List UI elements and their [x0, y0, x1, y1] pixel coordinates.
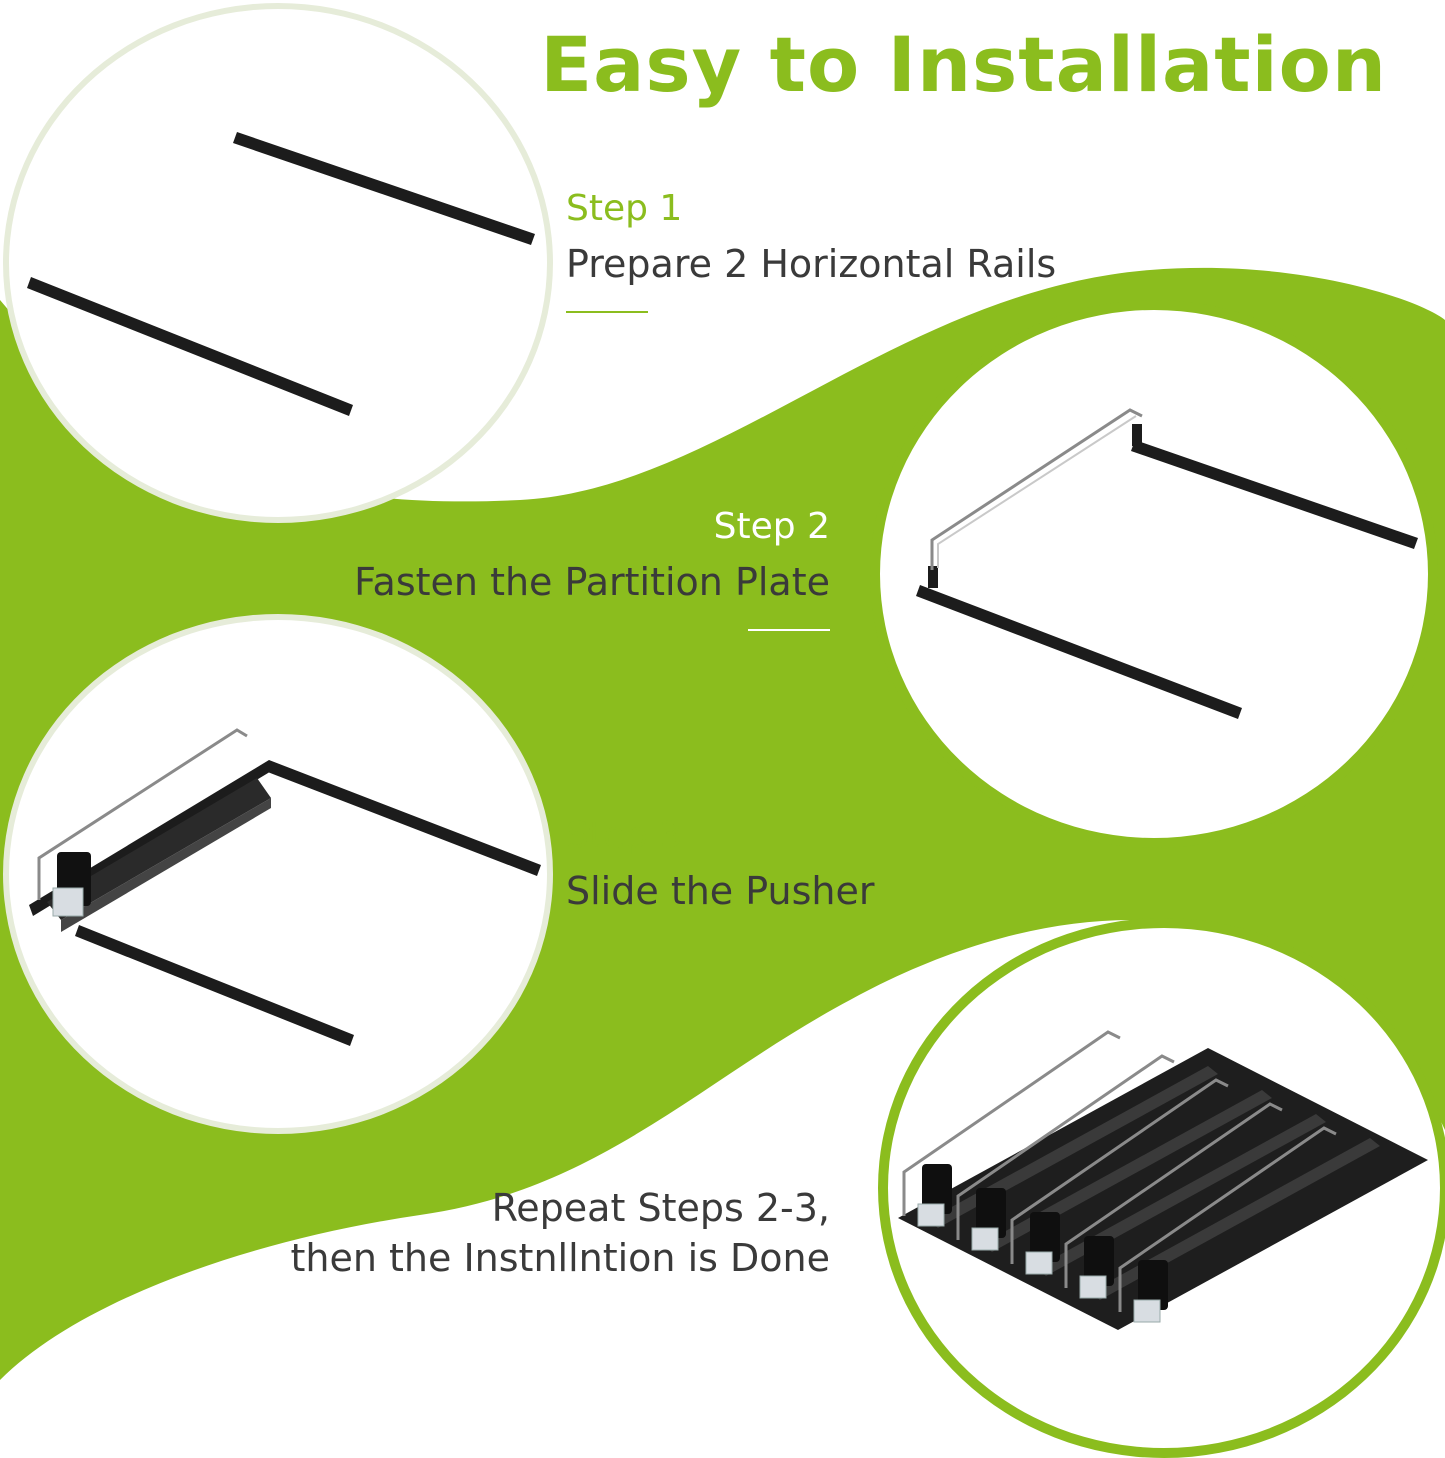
step-3-description: Slide the Pusher: [566, 869, 875, 913]
step-2-description: Fasten the Partition Plate: [354, 560, 830, 604]
step-2-divider: [748, 629, 830, 631]
step-3-text: Step 3 Slide the Pusher: [566, 815, 874, 940]
step-4-text: Step 4 Repeat Steps 2-3, then the Instnl…: [290, 1132, 830, 1307]
step-1-divider: [566, 311, 648, 313]
step-2-label: Step 2: [713, 506, 830, 547]
pusher-illustration: [29, 728, 541, 1046]
step-1-label: Step 1: [566, 188, 683, 229]
step-4-description-line-1: Repeat Steps 2-3,: [491, 1186, 830, 1230]
step-1-description: Prepare 2 Horizontal Rails: [566, 242, 1057, 286]
partition-plate-illustration: [916, 408, 1418, 719]
step-4-divider: [748, 1305, 830, 1307]
step-1-text: Step 1 Prepare 2 Horizontal Rails: [566, 188, 1056, 313]
step-4-image: [878, 918, 1445, 1458]
step-2-text: Step 2 Fasten the Partition Plate: [354, 506, 830, 631]
two-rails-illustration: [27, 132, 535, 416]
complete-organizer-illustration: [898, 1030, 1428, 1330]
step-4-label: Step 4: [713, 1132, 830, 1173]
step-3-image: [3, 614, 553, 1134]
step-3-divider: [566, 938, 648, 940]
step-3-label: Step 3: [566, 815, 683, 856]
step-2-image: [870, 300, 1438, 848]
step-1-image: [3, 3, 553, 523]
step-4-description-line-2: then the Instnllntion is Done: [290, 1236, 830, 1280]
page-title: Easy to Installation: [540, 20, 1387, 109]
